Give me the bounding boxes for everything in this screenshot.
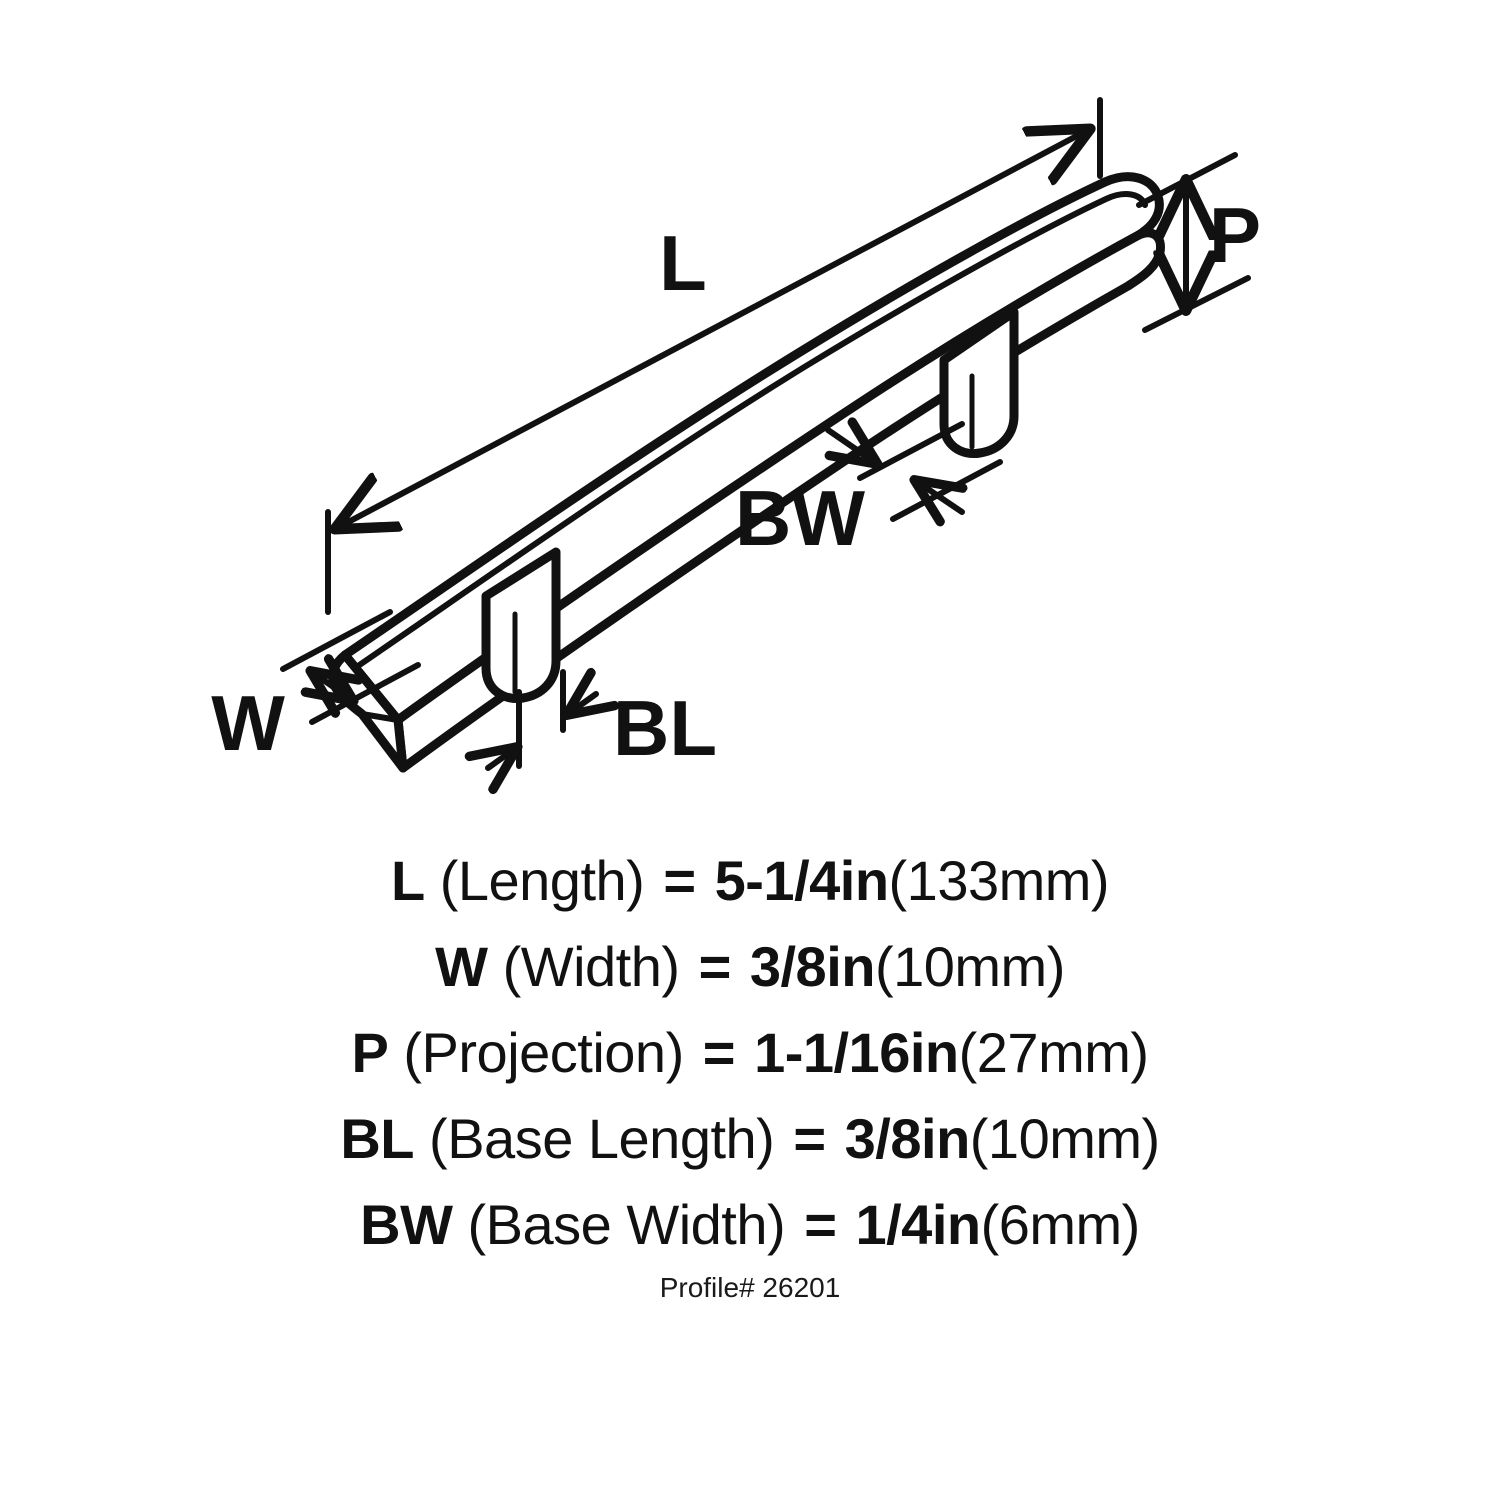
- spec-value-mm: (10mm): [969, 1107, 1160, 1170]
- label-BW: BW: [735, 474, 865, 562]
- mounting-post-left: [481, 547, 561, 703]
- bw-arrow-lower: [916, 481, 962, 512]
- label-W: W: [211, 679, 285, 767]
- spec-symbol: W: [435, 935, 488, 998]
- specification-list: L (Length) = 5-1/4in(133mm) W (Width) = …: [0, 838, 1500, 1268]
- product-drawing: L P W BW BL: [211, 97, 1261, 830]
- spec-value-inches: 1/4in: [855, 1193, 981, 1256]
- spec-name: (Base Width): [467, 1193, 786, 1256]
- spec-value-inches: 3/8in: [749, 935, 876, 998]
- spec-name: (Width): [502, 935, 680, 998]
- spec-row-width: W (Width) = 3/8in(10mm): [0, 924, 1500, 1010]
- bl-arrow-right: [568, 694, 596, 714]
- spec-value-mm: (6mm): [980, 1193, 1141, 1256]
- l-dimension-line: [337, 130, 1088, 528]
- spec-symbol: L: [390, 849, 425, 912]
- spec-equals: =: [793, 1107, 826, 1170]
- spec-equals: =: [702, 1021, 736, 1084]
- spec-symbol: BW: [360, 1193, 453, 1256]
- spec-row-base-width: BW (Base Width) = 1/4in(6mm): [0, 1182, 1500, 1268]
- w-dimension-line: [312, 672, 352, 700]
- profile-number: Profile# 26201: [659, 1272, 841, 1303]
- spec-row-base-length: BL (Base Length) = 3/8in(10mm): [0, 1096, 1500, 1182]
- spec-symbol: BL: [340, 1107, 414, 1170]
- pull-body-group: [328, 172, 1165, 773]
- bl-arrow-left: [488, 748, 516, 768]
- spec-equals: =: [663, 849, 696, 912]
- bar-top-face: [340, 172, 1164, 725]
- label-BL: BL: [613, 684, 717, 772]
- spec-value-inches: 3/8in: [844, 1107, 971, 1170]
- spec-equals: =: [698, 935, 732, 998]
- bw-arrow-upper: [828, 430, 876, 463]
- spec-name: (Projection): [403, 1021, 684, 1084]
- spec-value-inches: 1-1/16in: [754, 1021, 959, 1084]
- spec-equals: =: [804, 1193, 837, 1256]
- label-L: L: [659, 219, 707, 307]
- bw-extension-lower: [890, 459, 1003, 522]
- spec-name: (Length): [439, 849, 645, 912]
- spec-value-mm: (27mm): [958, 1021, 1149, 1084]
- spec-symbol: P: [351, 1021, 389, 1084]
- spec-name: (Base Length): [429, 1107, 775, 1170]
- spec-row-length: L (Length) = 5-1/4in(133mm): [0, 838, 1500, 924]
- label-P: P: [1209, 191, 1261, 279]
- spec-value-mm: (133mm): [888, 849, 1110, 912]
- bw-extension-upper: [857, 421, 965, 481]
- pull-illustration-svg: L P W BW BL: [211, 97, 1261, 830]
- dimension-lines-group: [280, 97, 1251, 768]
- spec-value-inches: 5-1/4in: [714, 849, 889, 912]
- bar-left-endcap-crease: [359, 711, 401, 723]
- dimension-labels-group: L P W BW BL: [211, 191, 1261, 772]
- spec-row-projection: P (Projection) = 1-1/16in(27mm): [0, 1010, 1500, 1096]
- spec-value-mm: (10mm): [874, 935, 1065, 998]
- p-extension-bottom: [1142, 275, 1251, 333]
